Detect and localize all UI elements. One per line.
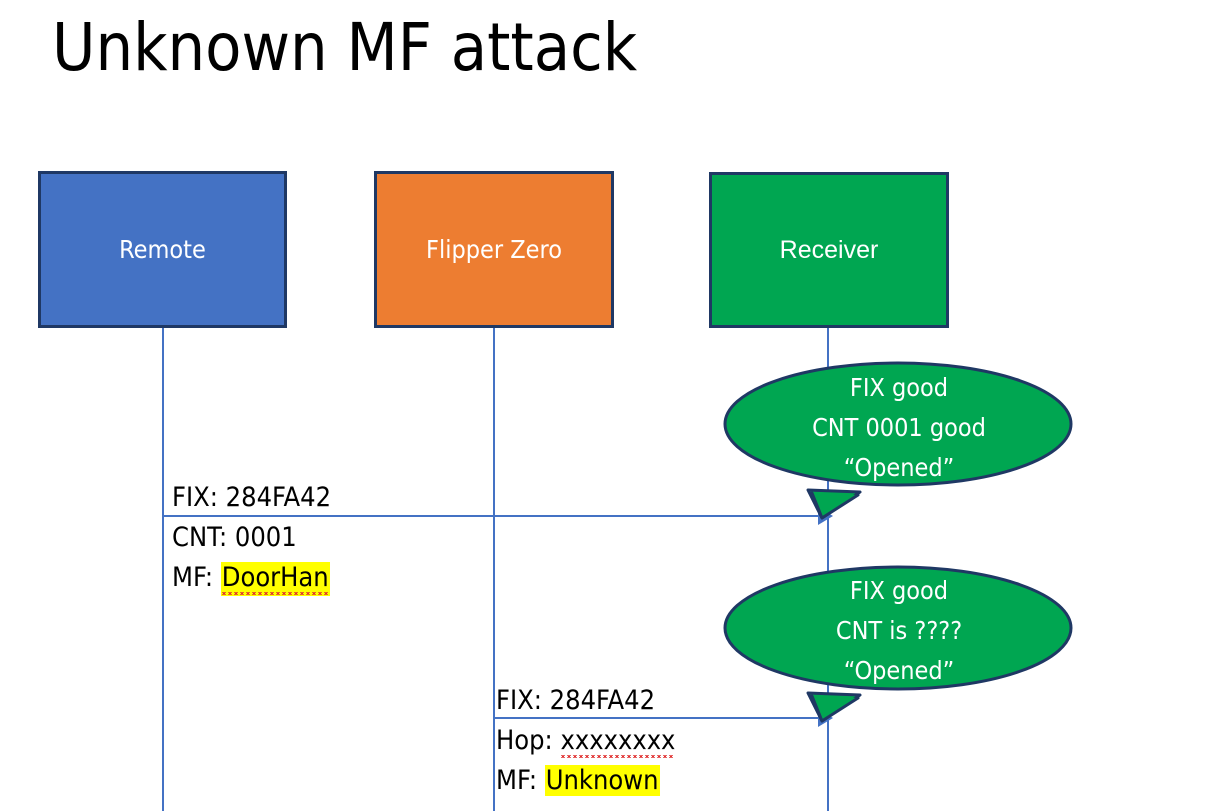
message-1-line-mf: MF: DoorHan xyxy=(172,558,330,598)
actor-box-receiver[interactable]: Receiver xyxy=(709,172,949,328)
message-2-fix-label: FIX: xyxy=(496,685,550,716)
actor-label-flipper: Flipper Zero xyxy=(426,234,562,264)
callout-balloon-1 xyxy=(723,361,1073,520)
message-1-cnt-label: CNT: xyxy=(172,522,235,553)
message-1-cnt-value: 0001 xyxy=(234,522,297,553)
message-1-mf-value: DoorHan xyxy=(221,562,330,596)
message-1-line-cnt: CNT: 0001 xyxy=(172,518,297,558)
message-1-fix-label: FIX: xyxy=(172,482,226,513)
message-2-hop-label: Hop: xyxy=(496,725,561,756)
message-2-line-fix: FIX: 284FA42 xyxy=(496,681,655,721)
actor-box-flipper[interactable]: Flipper Zero xyxy=(374,171,614,328)
message-2-fix-value: 284FA42 xyxy=(549,685,656,716)
message-1-mf-label: MF: xyxy=(172,562,221,593)
message-2-line-mf: MF: Unknown xyxy=(496,761,660,801)
actor-label-receiver: Receiver xyxy=(779,236,879,264)
message-1-fix-value: 284FA42 xyxy=(225,482,332,513)
message-2-mf-value: Unknown xyxy=(544,765,660,796)
message-2-mf-label: MF: xyxy=(496,765,545,796)
page-title: Unknown MF attack xyxy=(52,9,638,86)
callout-balloon-2 xyxy=(723,565,1073,723)
message-2-hop-value: xxxxxxxx xyxy=(560,725,676,759)
actor-label-remote: Remote xyxy=(119,234,206,264)
message-1-line-fix: FIX: 284FA42 xyxy=(172,478,331,518)
message-2-line-hop: Hop: xxxxxxxx xyxy=(496,721,676,761)
actor-box-remote[interactable]: Remote xyxy=(38,171,287,328)
